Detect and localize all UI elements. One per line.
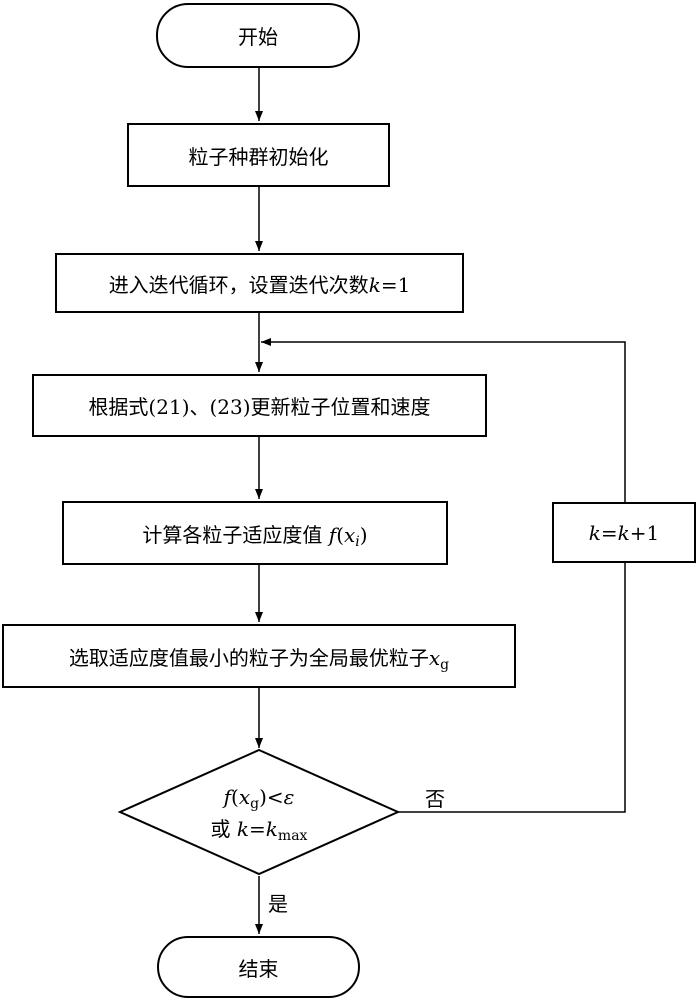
increment-label: k=k+1 (588, 520, 660, 545)
loop-box: 进入迭代循环，设置迭代次数k=1 (55, 253, 464, 313)
loop-back-line (261, 338, 626, 813)
update-box: 根据式(21)、(23)更新粒子位置和速度 (32, 374, 487, 437)
decision-diamond (117, 748, 401, 876)
select-label: 选取适应度值最小的粒子为全局最优粒子xg (68, 645, 450, 673)
loop-label: 进入迭代循环，设置迭代次数k=1 (108, 272, 411, 297)
init-box: 粒子种群初始化 (127, 123, 390, 187)
end-label: 结束 (238, 956, 279, 981)
start-node: 开始 (156, 3, 360, 68)
increment-box: k=k+1 (552, 502, 696, 563)
init-label: 粒子种群初始化 (188, 144, 329, 169)
start-label: 开始 (238, 25, 278, 49)
update-label: 根据式(21)、(23)更新粒子位置和速度 (88, 395, 431, 419)
fitness-box: 计算各粒子适应度值 f(xi) (62, 501, 448, 565)
yes-label: 是 (268, 892, 288, 916)
select-box: 选取适应度值最小的粒子为全局最优粒子xg (2, 624, 516, 688)
end-node: 结束 (157, 936, 360, 998)
decision-line-1: f(xg)<ε (223, 785, 295, 812)
no-label: 否 (425, 787, 445, 811)
fitness-label: 计算各粒子适应度值 f(xi) (142, 522, 368, 550)
decision-line-2: 或 k=kmax (210, 817, 308, 844)
